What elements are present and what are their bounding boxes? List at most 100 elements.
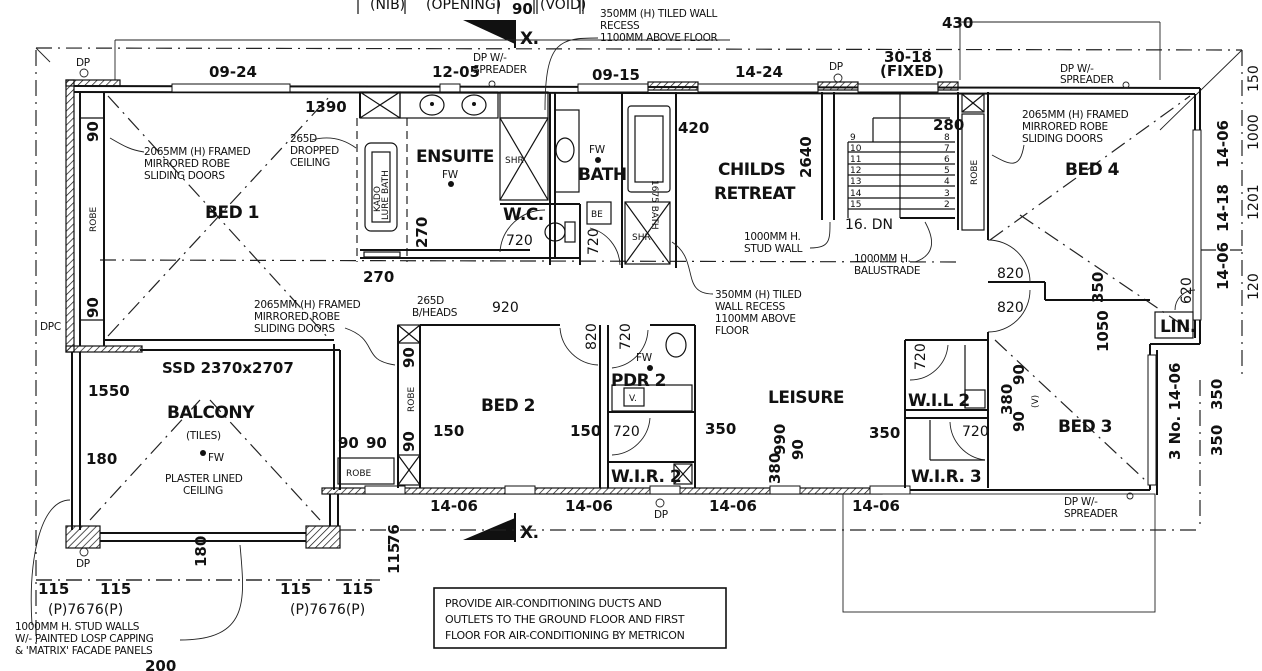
balcony-walls-2: W/- PAINTED LOSP CAPPING (15, 633, 154, 645)
leader-line (991, 144, 1025, 164)
stair-number: 12 (850, 166, 861, 176)
dim: 420 (678, 119, 709, 137)
floor-waste-label: FW (208, 452, 225, 464)
dim: 76(P) (86, 602, 123, 618)
room-leisure: LEISURE (768, 388, 844, 408)
stair-number: 13 (850, 177, 861, 187)
dim: 380 (998, 384, 1016, 415)
dropped-ceiling-3: CEILING (290, 157, 330, 169)
leader-line (30, 499, 71, 626)
floor-waste-label: FW (636, 352, 653, 364)
tiled-recess-mid-3: 1100MM ABOVE (715, 313, 796, 325)
pdr-vanity-label: V. (629, 394, 637, 404)
leader-line (914, 221, 932, 263)
floor-waste-icon (647, 365, 653, 371)
robe-label-balcony: ROBE (346, 469, 372, 479)
robe-doors-bed4-2: MIRRORED ROBE (1022, 121, 1108, 133)
floor-waste-icon (448, 181, 454, 187)
dim: 90 (338, 434, 359, 452)
robe-doors-bed4-1: 2065MM (H) FRAMED (1022, 109, 1129, 121)
downpipe-label: DP (76, 57, 90, 69)
dp-spreader-1: DP W/- (473, 52, 507, 64)
downpipe-icon (79, 547, 89, 557)
room-ensuite: ENSUITE (416, 147, 494, 167)
dim: 990 (771, 424, 789, 455)
dim: 1390 (305, 98, 347, 116)
robe-doors-bed1-3: SLIDING DOORS (144, 170, 225, 182)
stairs (821, 92, 989, 240)
leader-line (671, 241, 714, 295)
bed1-walls (79, 92, 334, 346)
room-bath: BATH (578, 165, 627, 185)
room-bed4: BED 4 (1065, 160, 1120, 180)
dim: 720 (913, 343, 929, 370)
right-edge-dim: 120 (1246, 273, 1262, 300)
dim: 380 (766, 453, 784, 484)
balcony (36, 352, 372, 581)
dim: 720 (618, 323, 634, 350)
pdr2-walls (607, 324, 696, 488)
downpipe-icon (1122, 81, 1130, 89)
window-code: 12-05 (432, 63, 480, 81)
bed3-walls (904, 332, 1146, 488)
room-linen: LIN. (1160, 317, 1196, 337)
dim: 720 (613, 424, 640, 440)
right-edge-dim: 150 (1246, 65, 1262, 92)
plaster-ceiling-2: CEILING (183, 485, 223, 497)
dim: 1550 (88, 382, 130, 400)
room-pdr2: PDR 2 (611, 371, 666, 391)
dp-spreader-3b: SPREADER (1064, 508, 1118, 520)
window-code: 14-06 (1214, 120, 1232, 168)
dim: 90 (789, 439, 807, 460)
window-code: 14-06 (430, 497, 478, 515)
aircon-note-line-2: OUTLETS TO THE GROUND FLOOR AND FIRST (445, 613, 685, 626)
dim: 150 (433, 422, 464, 440)
dp-spreader-1b: SPREADER (473, 64, 527, 76)
section-marker-bottom-label: X. (520, 523, 539, 543)
window-code: 14-06 (709, 497, 757, 515)
room-wir2: W.I.R. 2 (611, 467, 681, 487)
downpipe-label: DP (654, 509, 668, 521)
stair-number: 14 (850, 189, 862, 199)
leader-line (109, 137, 145, 153)
kado-bath-2: LURE BATH (381, 170, 391, 220)
bath-1675-label: 1675 BATH (649, 180, 659, 230)
dropped-ceiling-2: DROPPED (290, 145, 339, 157)
shower-bath: SHR (632, 233, 651, 243)
dp-spreader-2: DP W/- (1060, 63, 1094, 75)
floor-waste-icon (200, 450, 206, 456)
window-code: 14-06 (852, 497, 900, 515)
stair-number: 2 (944, 200, 950, 210)
window-code: 14-06 (565, 497, 613, 515)
tiled-recess-top-2: RECESS (600, 20, 640, 32)
window-code: 09-15 (592, 66, 640, 84)
dim: 270 (363, 268, 394, 286)
stair-numbers-left: 9 10 11 12 13 14 15 (850, 133, 862, 210)
window-code: 14-18 (1214, 184, 1232, 232)
dim: 90 (1010, 364, 1028, 385)
downpipe-icon (833, 73, 843, 83)
right-edge-dim: 1000 (1246, 114, 1262, 150)
dim: 820 (997, 300, 1024, 316)
downpipe-icon (655, 498, 665, 508)
dim: 350 (869, 424, 900, 442)
balcony-walls-3: & 'MATRIX' FACADE PANELS (15, 645, 153, 657)
robe-doors-bed2-1: 2065MM (H) FRAMED (254, 299, 361, 311)
section-marker-bottom: X. (463, 513, 539, 543)
ground-floor-outline (842, 493, 1156, 613)
room-wir3: W.I.R. 3 (911, 467, 981, 487)
room-bed3: BED 3 (1058, 417, 1112, 437)
dim: 200 (145, 657, 176, 671)
tiled-recess-mid-1: 350MM (H) TILED (715, 289, 802, 301)
stair-number: 10 (850, 144, 862, 154)
room-childs-retreat-1: CHILDS (718, 160, 785, 180)
dpc-label: DPC (40, 321, 61, 333)
robe-doors-bed2-2: MIRRORED ROBE (254, 311, 340, 323)
bheads-1: 265D (417, 295, 444, 307)
downpipe-label: DP (76, 558, 90, 570)
room-childs-retreat-2: RETREAT (714, 184, 796, 204)
tiled-recess-top-1: 350MM (H) TILED WALL (600, 8, 717, 20)
dim: 350 (1208, 425, 1226, 456)
dim: (P)76 (290, 602, 327, 618)
section-marker-top: X. (463, 20, 539, 49)
